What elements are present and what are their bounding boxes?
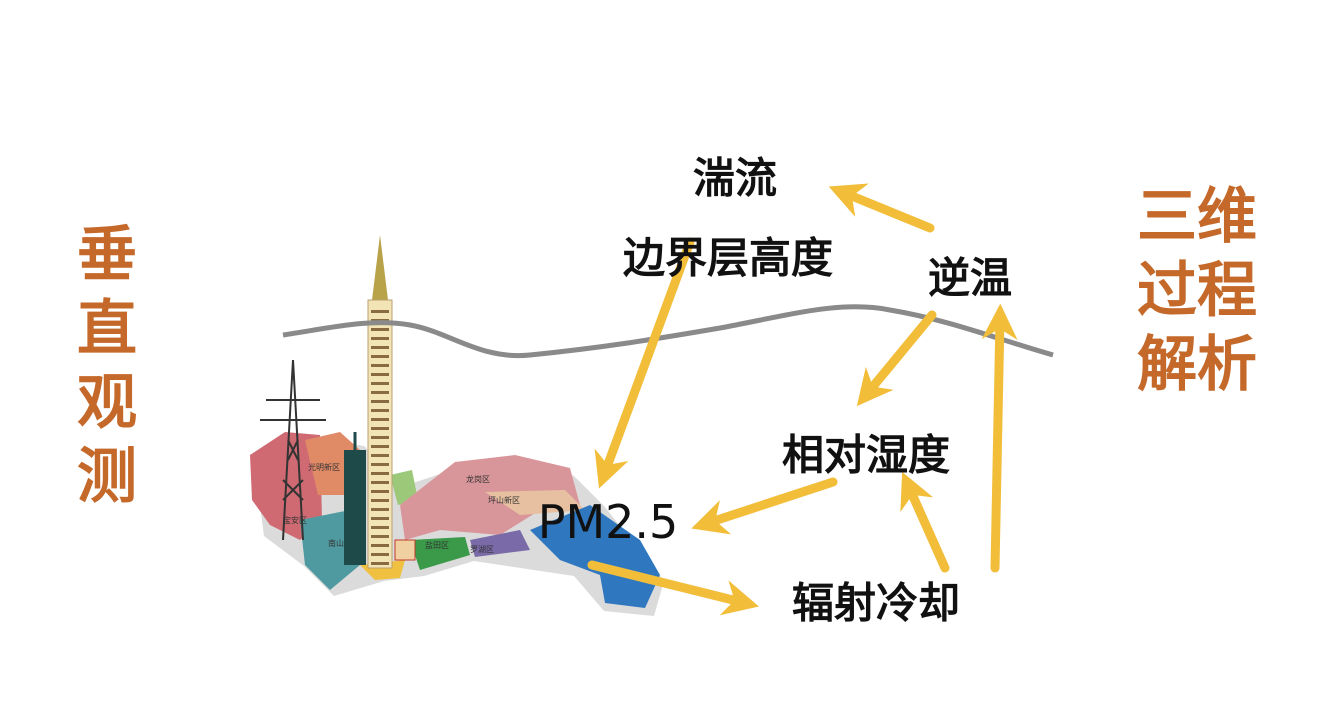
node-radiative-cooling: 辐射冷却	[791, 578, 961, 628]
left-title-char: 观	[77, 368, 137, 438]
map-label: 罗湖区	[470, 545, 494, 554]
left-title-char: 测	[77, 442, 137, 512]
arrow-blh-to-pm25	[594, 237, 695, 489]
map-label: 南山	[328, 538, 344, 548]
tower-window-row	[371, 373, 389, 376]
left-title-char: 垂	[77, 220, 137, 290]
district-luohu	[470, 530, 530, 557]
right-title-line: 三维	[1137, 182, 1257, 252]
node-turbulence: 湍流	[692, 153, 778, 203]
power-pylon-icon	[260, 359, 326, 541]
tower-window-row	[371, 445, 389, 448]
tall-tower-icon	[367, 235, 393, 569]
map-label: 光明新区	[308, 462, 340, 472]
tower-window-row	[371, 382, 389, 385]
tower-window-row	[371, 508, 389, 511]
tower-window-row	[371, 400, 389, 403]
district-dapeng	[530, 505, 660, 608]
arrow-cooling-to-rh	[900, 471, 950, 573]
district-yantian	[410, 537, 470, 570]
tower-window-row	[371, 391, 389, 394]
node-pm25: PM2.5	[537, 495, 679, 549]
map-label: 龙岗区	[466, 474, 490, 484]
tower-window-row	[371, 544, 389, 547]
skyscraper-icon	[344, 450, 366, 565]
tower-window-row	[371, 463, 389, 466]
tower-window-row	[371, 535, 389, 538]
shenzhen-map-districts: 光明新区 宝安区 南山 龙岗区 坪山新区 罗湖区 盐田区	[250, 432, 660, 608]
right-title: 三维 过程 解析	[1122, 180, 1272, 402]
left-title-char: 直	[77, 294, 137, 364]
tower-window-row	[371, 499, 389, 502]
tower-window-row	[371, 553, 389, 556]
tower-window-row	[371, 337, 389, 340]
tower-window-row	[371, 526, 389, 529]
arrow-inversion-to-rh	[856, 310, 937, 407]
house-icon	[394, 539, 416, 561]
node-inversion: 逆温	[927, 253, 1013, 303]
tower-window-row	[371, 355, 389, 358]
tower-window-row	[371, 346, 389, 349]
tower-window-row	[371, 472, 389, 475]
map-label: 盐田区	[425, 540, 449, 550]
district-pingshan	[485, 490, 585, 515]
arrow-rh-to-pm25	[691, 477, 838, 535]
arrow-pm25-to-cooling	[587, 560, 759, 616]
tower-window-row	[371, 418, 389, 421]
left-title: 垂 直 观 测	[70, 218, 144, 514]
tower-window-row	[371, 562, 389, 565]
tower-window-row	[371, 310, 389, 313]
map-label: 宝安区	[283, 515, 307, 525]
tower-window-row	[371, 517, 389, 520]
right-title-line: 解析	[1137, 330, 1257, 400]
district-longgang	[400, 455, 580, 540]
map-label: 坪山新区	[488, 495, 520, 505]
tower-window-row	[371, 481, 389, 484]
arrow-cooling-to-inversion	[981, 303, 1018, 573]
tower-window-row	[371, 490, 389, 493]
tower-window-row	[371, 409, 389, 412]
tower-window-row	[371, 427, 389, 430]
tower-window-row	[371, 436, 389, 439]
tower-window-row	[371, 328, 389, 331]
tower-window-row	[371, 454, 389, 457]
tower-window-row	[371, 364, 389, 367]
node-relative-humidity: 相对湿度	[781, 430, 951, 480]
arrow-inversion-to-turbulence	[828, 183, 935, 233]
district-longhua	[390, 470, 418, 505]
right-title-line: 过程	[1137, 256, 1257, 326]
node-boundary-layer-height: 边界层高度	[622, 233, 834, 283]
